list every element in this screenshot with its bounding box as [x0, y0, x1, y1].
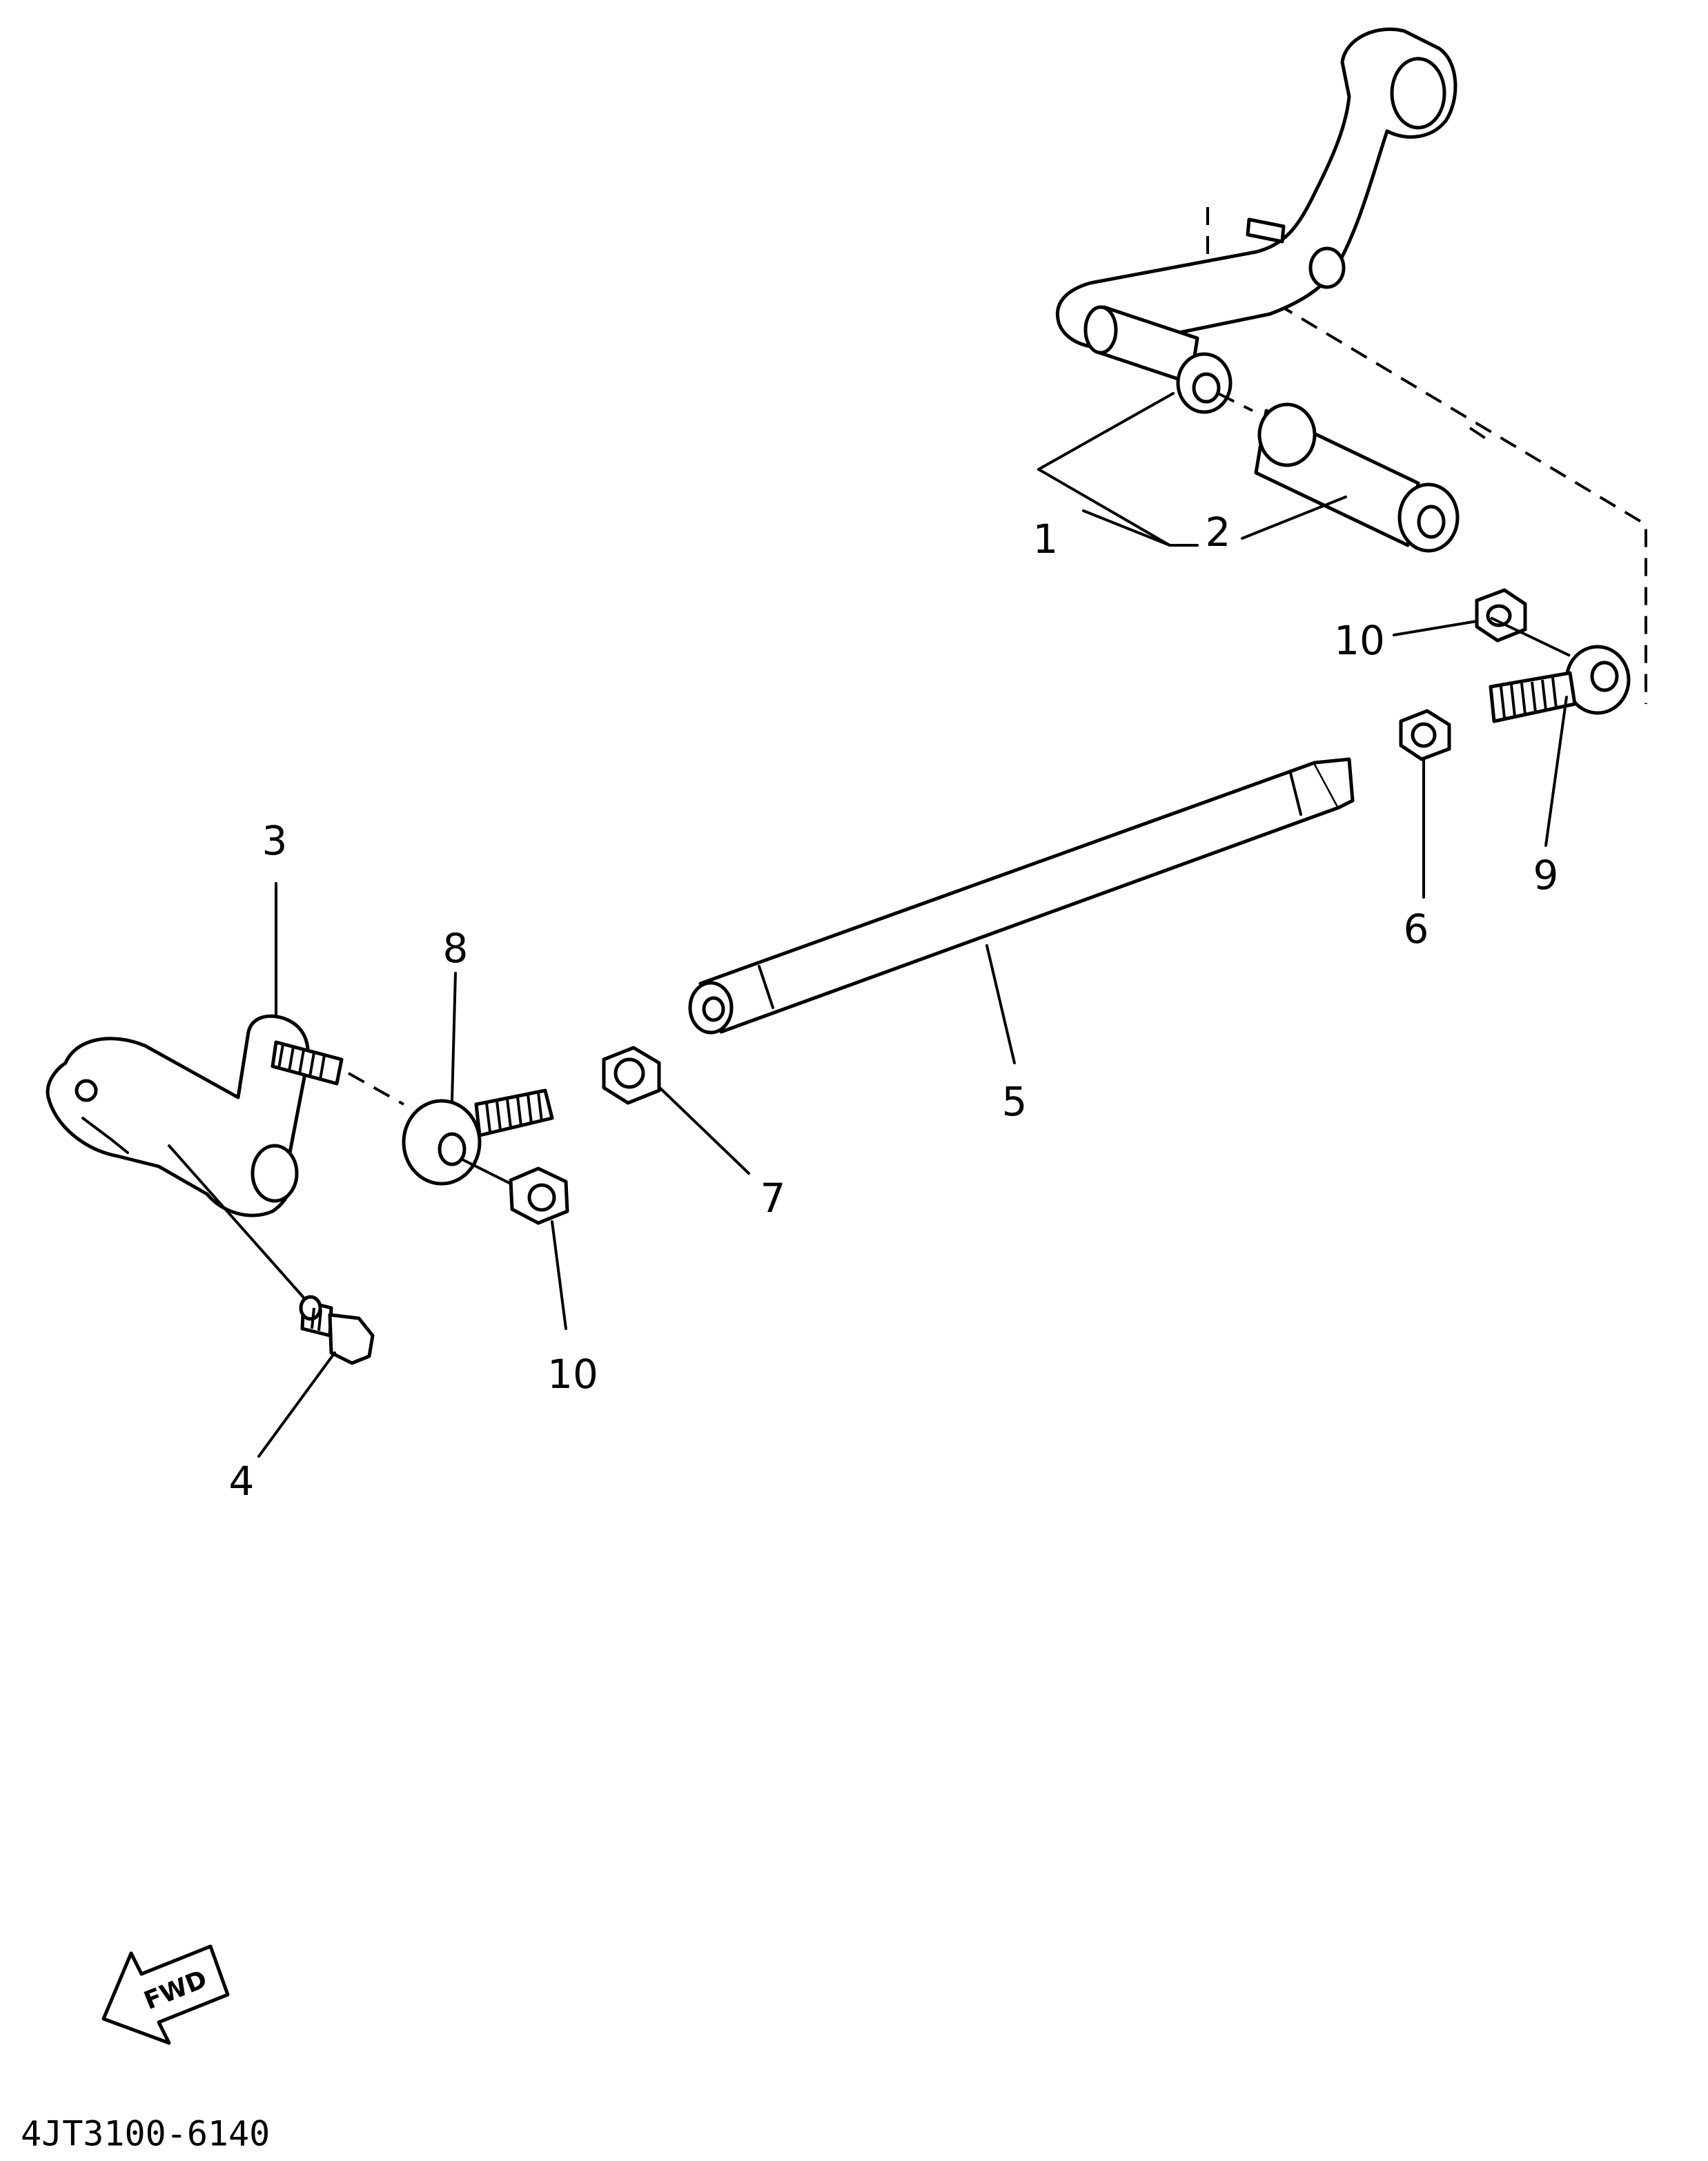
rod-end-upper	[1399, 588, 1631, 761]
callout-8: 8	[443, 925, 469, 972]
forward-direction-arrow: FWD	[101, 1944, 230, 2045]
callout-3: 3	[262, 817, 288, 864]
callout-10-bottom: 10	[547, 1351, 598, 1398]
callout-7: 7	[760, 1175, 786, 1222]
callout-5: 5	[1002, 1078, 1028, 1125]
callout-10-top: 10	[1334, 617, 1385, 664]
upper-bracket-assembly	[1055, 27, 1647, 704]
shift-shaft	[688, 757, 1355, 1035]
callout-6: 6	[1404, 906, 1429, 952]
leader-lines	[168, 392, 1568, 1458]
callouts: 1 2 3 4 5 6 7 8 9 10 10	[229, 509, 1559, 1505]
lower-lever-assembly	[46, 1014, 569, 1365]
callout-2: 2	[1206, 509, 1231, 556]
callout-9: 9	[1533, 852, 1559, 899]
diagram-code: 4JT3100-6140	[21, 2114, 270, 2154]
hex-nut-7	[602, 1046, 661, 1105]
callout-4: 4	[229, 1458, 255, 1505]
callout-1: 1	[1033, 516, 1059, 563]
